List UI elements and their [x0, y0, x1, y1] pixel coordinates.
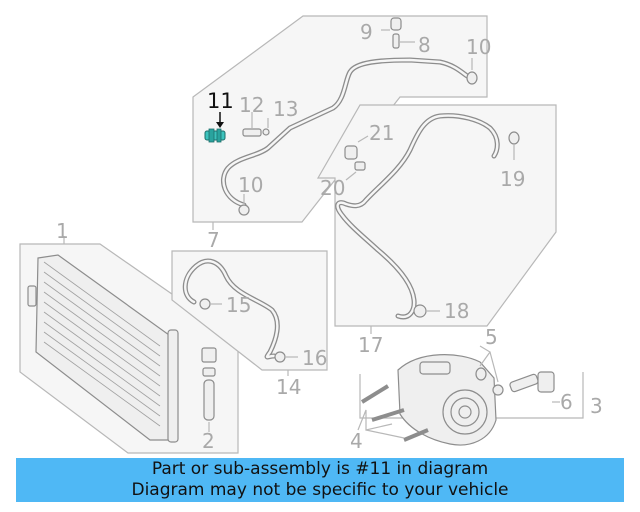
panel-7 [192, 15, 488, 230]
label-16: 16 [302, 346, 327, 370]
label-4: 4 [350, 429, 363, 453]
label-5: 5 [485, 325, 498, 349]
panel-17 [316, 104, 557, 334]
label-8: 8 [418, 33, 431, 57]
label-9: 9 [360, 20, 373, 44]
label-21: 21 [369, 121, 394, 145]
info-banner: Part or sub-assembly is #11 in diagram D… [16, 458, 624, 502]
label-12: 12 [239, 93, 264, 117]
label-20: 20 [320, 176, 345, 200]
label-10-lower: 10 [238, 173, 263, 197]
label-7: 7 [207, 228, 220, 252]
label-2: 2 [202, 429, 215, 453]
banner-line-2: Diagram may not be specific to your vehi… [131, 480, 509, 500]
label-10-top: 10 [466, 35, 491, 59]
part-11-highlight[interactable] [204, 128, 226, 143]
label-15: 15 [226, 293, 251, 317]
label-13: 13 [273, 97, 298, 121]
label-19: 19 [500, 167, 525, 191]
label-14: 14 [276, 375, 301, 399]
label-18: 18 [444, 299, 469, 323]
label-1: 1 [56, 219, 69, 243]
panel-14 [171, 250, 328, 376]
banner-line-1: Part or sub-assembly is #11 in diagram [151, 459, 489, 479]
label-17: 17 [358, 333, 383, 357]
compressor-group [357, 345, 584, 446]
label-11: 11 [207, 89, 234, 113]
label-6: 6 [560, 390, 573, 414]
label-3: 3 [590, 394, 603, 418]
panel-1 [19, 236, 239, 454]
